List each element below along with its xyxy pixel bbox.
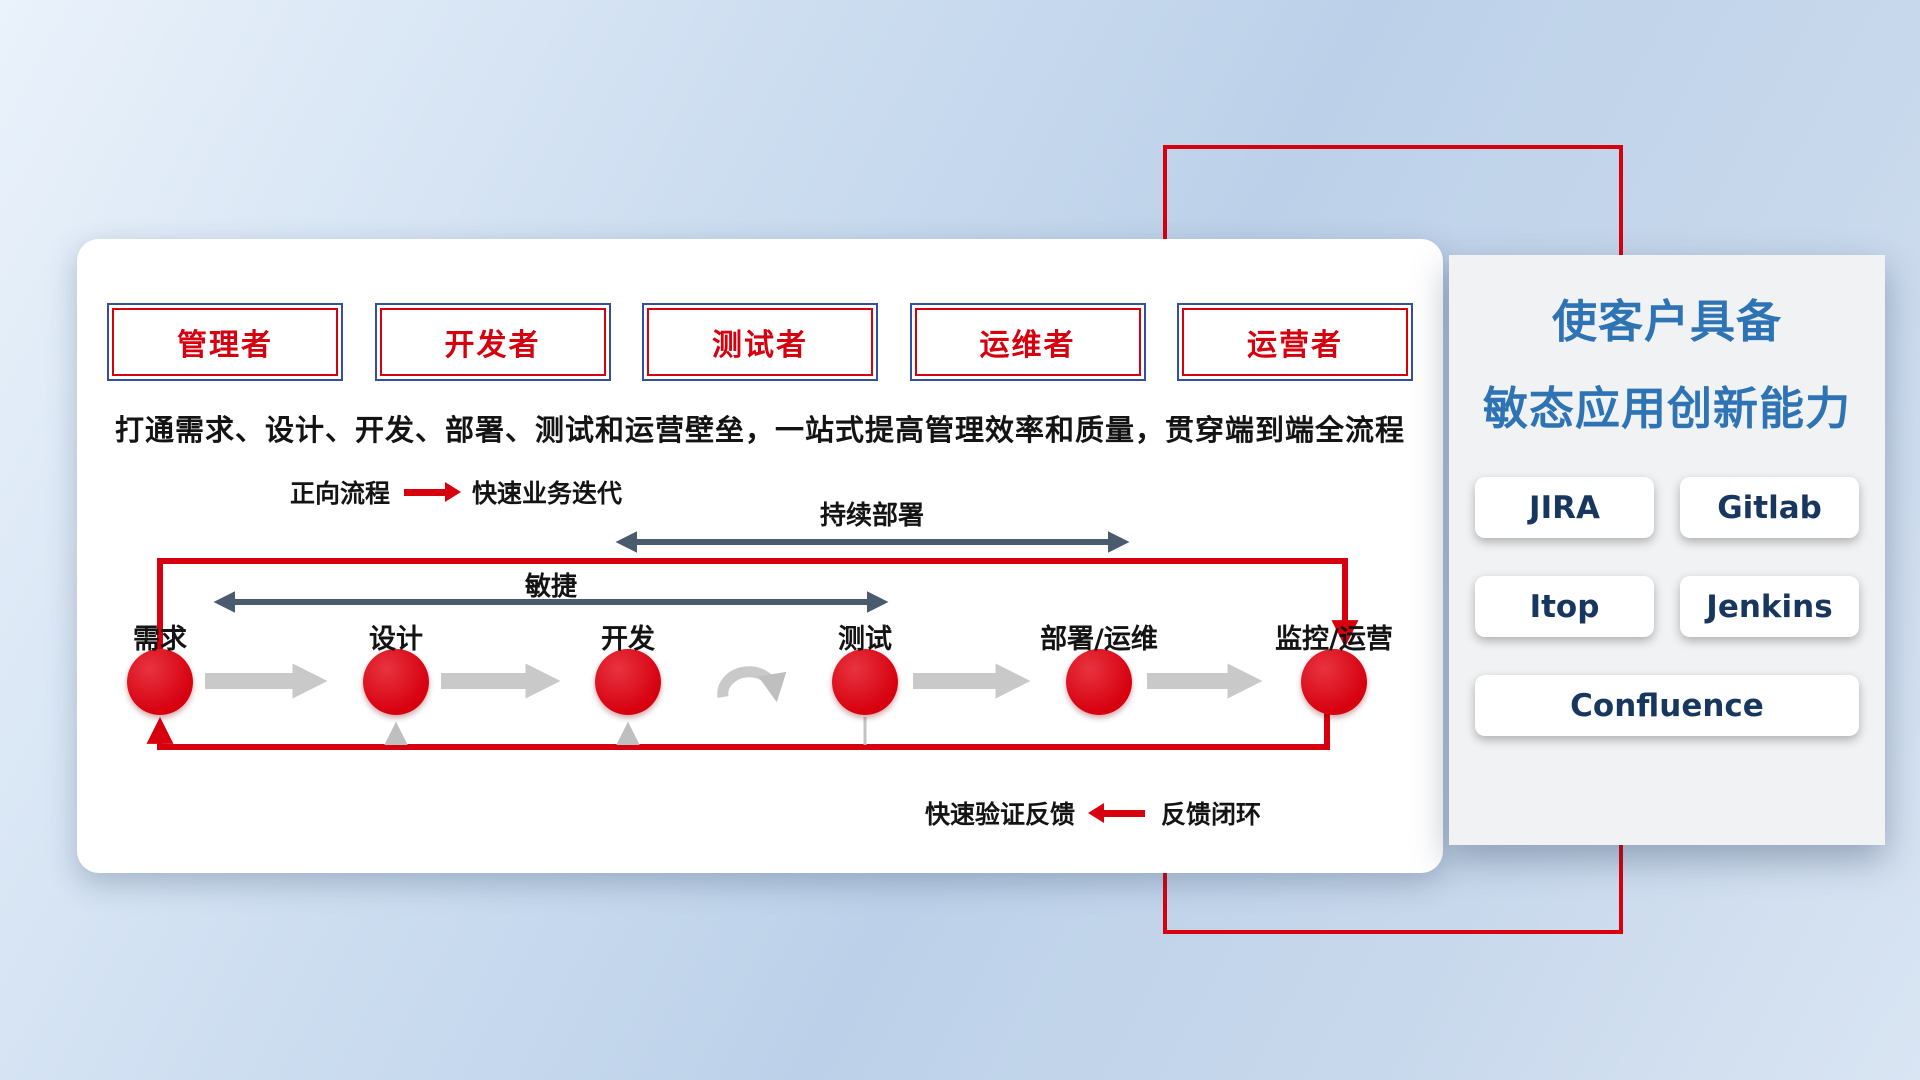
feedback-label: 反馈闭环	[1161, 800, 1262, 829]
capability-title: 使客户具备 敏态应用创新能力	[1449, 299, 1885, 431]
tool-jenkins: Jenkins	[1680, 576, 1859, 637]
role-label-developer: 开发者	[444, 328, 541, 363]
stage-label: 监控/运营	[1275, 624, 1393, 655]
role-label-manager: 管理者	[177, 328, 273, 363]
capability-panel: 使客户具备 敏态应用创新能力 JIRA Gitlab Itop Jenkins …	[1449, 255, 1885, 845]
stage-circle	[127, 649, 193, 715]
role-box-operations: 运维者	[909, 303, 1146, 381]
stage-circle	[363, 649, 429, 715]
forward-flow-arrow-icon	[404, 481, 462, 502]
role-label-business-ops: 运营者	[1247, 328, 1343, 363]
role-label-operations: 运维者	[979, 328, 1076, 363]
iteration-loop-icon	[717, 666, 787, 703]
tools-grid: JIRA Gitlab Itop Jenkins Confluence	[1475, 477, 1859, 736]
forward-flow-value: 快速业务迭代	[472, 479, 623, 508]
tool-gitlab: Gitlab	[1680, 477, 1859, 538]
feedback-legend: 快速验证反馈 反馈闭环	[925, 797, 1261, 829]
forward-flow-label: 正向流程	[290, 479, 391, 508]
flow-stage-design: 设计	[316, 617, 476, 715]
stage-label: 测试	[838, 624, 892, 655]
stage-label: 开发	[601, 624, 655, 655]
capability-title-line1: 使客户具备	[1551, 295, 1782, 348]
stage-circle	[1301, 649, 1367, 715]
feedback-loop-line	[146, 713, 1330, 750]
flow-stage-deploy-ops: 部署/运维	[1019, 617, 1179, 715]
flow-stage-testing: 测试	[785, 617, 945, 715]
tool-jira: JIRA	[1475, 477, 1654, 538]
agile-label: 敏捷	[524, 572, 577, 602]
role-box-business-ops: 运营者	[1177, 303, 1413, 381]
feedback-value: 快速验证反馈	[925, 800, 1076, 829]
role-box-developer: 开发者	[374, 303, 611, 381]
forward-flow-legend: 正向流程 快速业务迭代	[290, 476, 622, 508]
stage-circle	[832, 649, 898, 715]
feedback-arrow-icon	[1088, 802, 1146, 823]
continuous-deployment-label: 持续部署	[819, 501, 924, 531]
flow-stage-development: 开发	[548, 617, 708, 715]
devops-flow-panel: 管理者 开发者 测试者 运维者 运营者 打通需求、设计、开发、部署、测试和运营壁…	[77, 239, 1443, 873]
flow-stage-monitor-ops: 监控/运营	[1254, 617, 1414, 715]
stage-label: 设计	[369, 624, 423, 655]
stage-circle	[595, 649, 661, 715]
panel-description: 打通需求、设计、开发、部署、测试和运营壁垒，一站式提高管理效率和质量，贯穿端到端…	[114, 413, 1405, 447]
roles-row: 管理者 开发者 测试者 运维者 运营者	[107, 303, 1413, 381]
role-label-tester: 测试者	[712, 328, 808, 363]
stage-circle	[1066, 649, 1132, 715]
tool-confluence: Confluence	[1475, 675, 1859, 736]
role-box-tester: 测试者	[642, 303, 878, 381]
flow-stage-requirements: 需求	[80, 617, 240, 715]
tool-itop: Itop	[1475, 576, 1654, 637]
stage-label: 部署/运维	[1040, 624, 1158, 655]
role-box-manager: 管理者	[107, 303, 343, 381]
capability-title-line2: 敏态应用创新能力	[1482, 382, 1851, 435]
stage-label: 需求	[133, 624, 187, 655]
